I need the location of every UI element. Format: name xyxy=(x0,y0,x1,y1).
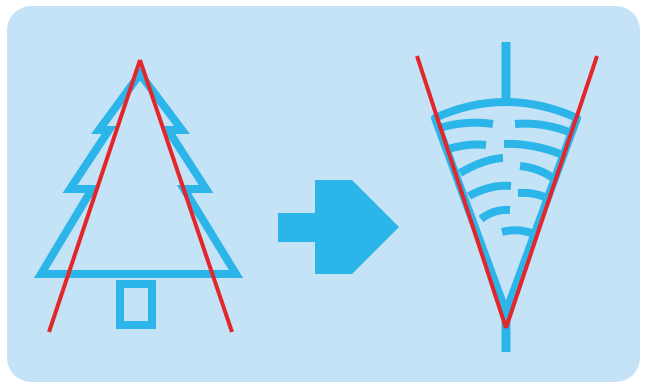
diagram-canvas xyxy=(7,6,640,382)
diagram-panel xyxy=(7,6,640,382)
cone-arc-left-2 xyxy=(448,145,486,150)
